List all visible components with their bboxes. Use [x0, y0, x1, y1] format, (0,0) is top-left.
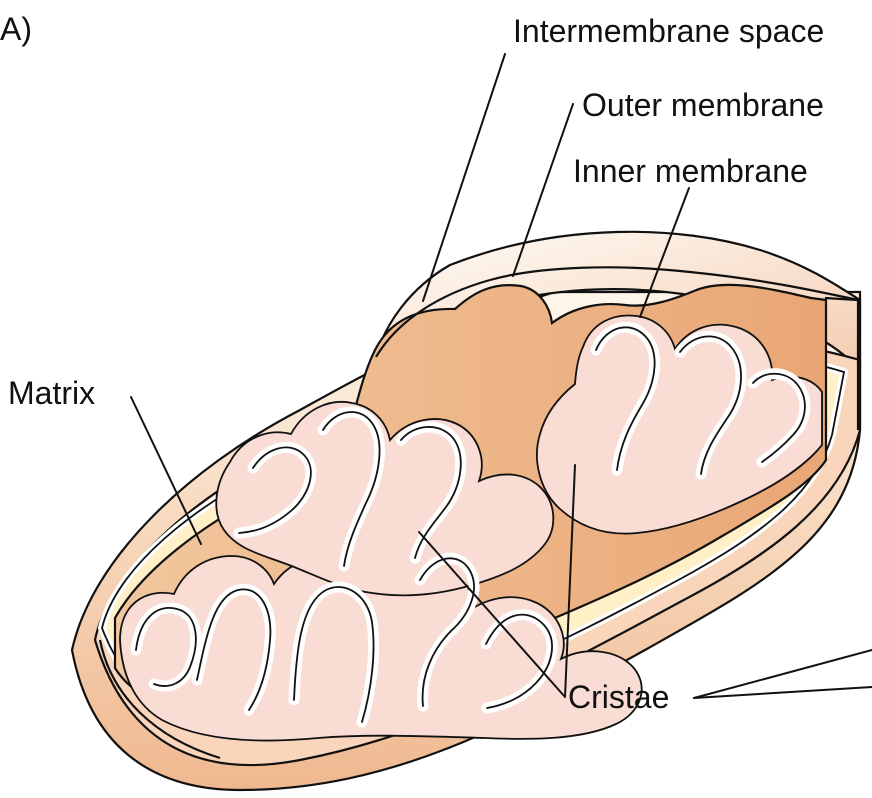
inner-membrane-label: Inner membrane [573, 153, 808, 189]
matrix-label: Matrix [8, 375, 95, 411]
cristae-leader-right-lower [694, 687, 872, 698]
outer-membrane-label: Outer membrane [582, 87, 824, 123]
panel-label: A) [0, 11, 32, 47]
intermembrane-space-label: Intermembrane space [513, 13, 824, 49]
cristae-leader-right-upper [694, 650, 872, 698]
cristae-label: Cristae [568, 679, 669, 715]
